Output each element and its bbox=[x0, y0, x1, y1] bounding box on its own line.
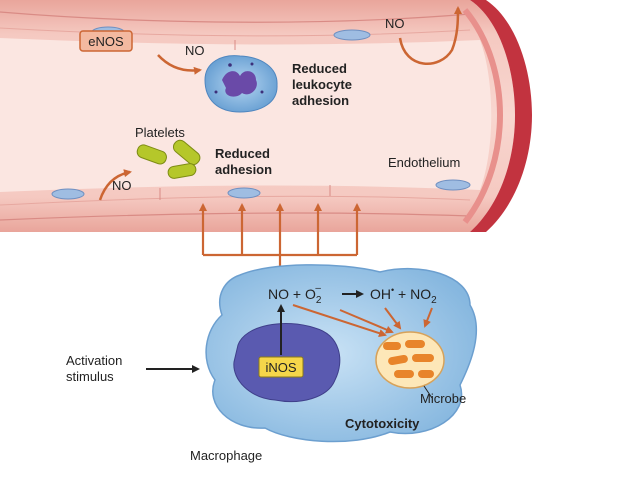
reduced-leukocyte-line3: adhesion bbox=[292, 93, 349, 108]
platelets bbox=[136, 139, 201, 179]
reduced-leukocyte-line1: Reduced bbox=[292, 61, 347, 76]
reduced-leukocyte-line2: leukocyte bbox=[292, 77, 352, 92]
inos-box: iNOS bbox=[258, 356, 304, 378]
svg-text:NO + O2–: NO + O2– bbox=[268, 283, 322, 306]
no-label-top-right: NO bbox=[385, 16, 405, 31]
activation-line2: stimulus bbox=[66, 369, 114, 384]
activation-line1: Activation bbox=[66, 353, 122, 368]
inos-label: iNOS bbox=[265, 360, 296, 375]
leukocyte bbox=[204, 55, 278, 113]
reaction-equation: NO + O2– OH• + NO2 bbox=[268, 283, 437, 306]
enos-label: eNOS bbox=[88, 34, 124, 49]
svg-text:OH• + NO2: OH• + NO2 bbox=[370, 285, 437, 306]
no-label-platelets: NO bbox=[112, 178, 132, 193]
microbe bbox=[375, 331, 445, 389]
no-label-top: NO bbox=[185, 43, 205, 58]
curved-arrow-icon bbox=[98, 169, 132, 201]
reduced-adhesion-line2: adhesion bbox=[215, 162, 272, 177]
platelets-label: Platelets bbox=[135, 125, 185, 140]
curved-arrow-icon bbox=[398, 6, 462, 65]
enos-box: eNOS bbox=[79, 30, 133, 52]
curved-arrow-icon bbox=[157, 54, 202, 75]
cytotoxicity-label: Cytotoxicity bbox=[345, 416, 420, 431]
cytotoxic-arrows bbox=[292, 304, 433, 337]
microbe-label: Microbe bbox=[420, 391, 466, 406]
endothelium-label: Endothelium bbox=[388, 155, 460, 170]
macrophage-label: Macrophage bbox=[190, 448, 262, 463]
reduced-adhesion-line1: Reduced bbox=[215, 146, 270, 161]
